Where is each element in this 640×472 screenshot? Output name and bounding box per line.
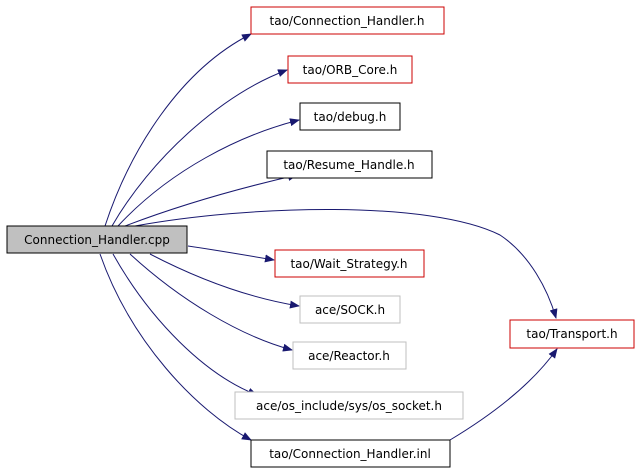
node-ace-os-socket-h[interactable]: ace/os_include/sys/os_socket.h <box>234 391 464 420</box>
node-label: tao/Transport.h <box>526 327 617 341</box>
node-tao-connection-handler-inl[interactable]: tao/Connection_Handler.inl <box>250 439 451 468</box>
edge-source-to-orb-core-h <box>111 69 288 227</box>
edge-source-to-os-socket-h <box>112 253 258 396</box>
node-label: tao/ORB_Core.h <box>303 63 398 77</box>
node-label: tao/Connection_Handler.h <box>270 14 425 28</box>
node-connection-handler-cpp[interactable]: Connection_Handler.cpp <box>6 225 188 254</box>
edge-source-to-resume-handle-h <box>124 173 298 227</box>
edge-source-to-sock-h <box>149 253 300 309</box>
node-tao-debug-h[interactable]: tao/debug.h <box>299 102 401 131</box>
edge-source-to-transport-h <box>134 209 558 319</box>
node-tao-connection-handler-h[interactable]: tao/Connection_Handler.h <box>250 6 445 35</box>
node-tao-wait-strategy-h[interactable]: tao/Wait_Strategy.h <box>274 249 425 278</box>
nodes: Connection_Handler.cpp tao/Connection_Ha… <box>6 6 635 468</box>
node-label: tao/Resume_Handle.h <box>283 158 414 172</box>
node-ace-reactor-h[interactable]: ace/Reactor.h <box>292 341 407 370</box>
node-label: tao/Connection_Handler.inl <box>269 447 431 461</box>
edge-source-to-wait-strategy-h <box>187 245 275 263</box>
node-tao-orb-core-h[interactable]: tao/ORB_Core.h <box>287 55 413 84</box>
node-label: ace/Reactor.h <box>308 349 390 363</box>
edge-source-to-reactor-h <box>129 253 293 352</box>
node-ace-sock-h[interactable]: ace/SOCK.h <box>299 295 401 324</box>
node-tao-resume-handle-h[interactable]: tao/Resume_Handle.h <box>266 150 433 179</box>
edge-source-to-debug-h <box>117 118 300 227</box>
node-label: tao/debug.h <box>314 110 387 124</box>
node-label: Connection_Handler.cpp <box>24 233 170 247</box>
edge-connection-handler-inl-to-transport-h <box>449 348 558 441</box>
edge-source-to-connection-handler-inl <box>99 253 252 441</box>
edge-source-to-connection-handler-h <box>104 33 252 227</box>
node-label: ace/os_include/sys/os_socket.h <box>256 399 442 413</box>
node-tao-transport-h[interactable]: tao/Transport.h <box>509 319 635 349</box>
node-label: tao/Wait_Strategy.h <box>290 257 407 271</box>
edges <box>99 33 558 441</box>
node-label: ace/SOCK.h <box>315 303 385 317</box>
